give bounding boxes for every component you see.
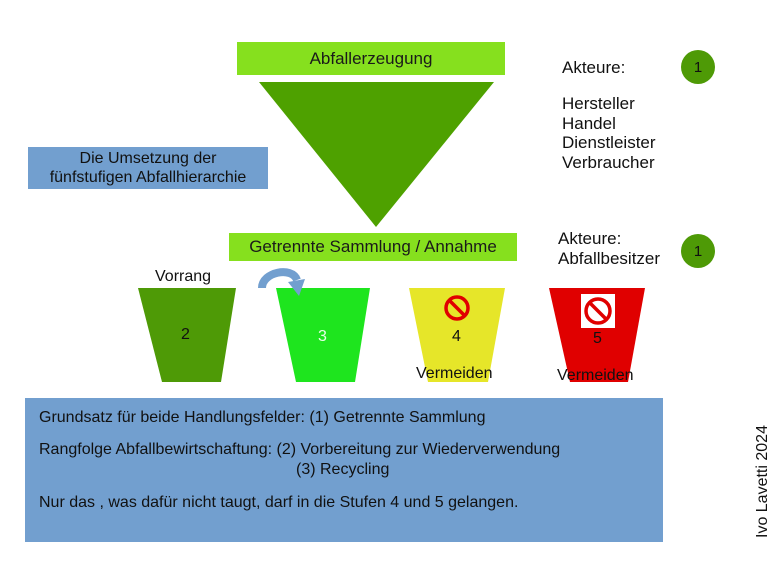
actor-item: Dienstleister xyxy=(562,133,656,152)
bucket-5-caption: Vermeiden xyxy=(557,367,634,384)
collection-box: Getrennte Sammlung / Annahme xyxy=(229,233,517,261)
info-panel: Grundsatz für beide Handlungsfelder: (1)… xyxy=(25,398,663,542)
actor-item: Verbraucher xyxy=(562,152,655,172)
stage-badge-top: 1 xyxy=(681,50,715,84)
actors-bottom-role: Abfallbesitzer xyxy=(558,248,661,268)
bucket-4-caption: Vermeiden xyxy=(416,365,493,382)
bucket-5 xyxy=(549,288,645,382)
info-line-2: Rangfolge Abfallbewirtschaftung: (2) Vor… xyxy=(39,441,561,458)
actor-item: Hersteller xyxy=(562,94,635,113)
priority-label: Vorrang xyxy=(155,268,212,285)
actors-bottom-heading: Akteure: xyxy=(558,229,622,248)
info-line-1: Grundsatz für beide Handlungsfelder: (1)… xyxy=(39,409,486,426)
hierarchy-line-2: fünfstufigen Abfallhierarchie xyxy=(49,169,247,186)
curved-arrow-icon xyxy=(258,268,305,296)
info-line-4: Nur das , was dafür nicht taugt, darf in… xyxy=(39,494,519,511)
bucket-2 xyxy=(138,288,236,382)
info-line-3: (3) Recycling xyxy=(296,461,390,478)
hierarchy-box: Die Umsetzung der fünfstufigen Abfallhie… xyxy=(28,147,268,189)
actor-item: Handel xyxy=(562,113,616,133)
actors-bottom: Akteure: Abfallbesitzer xyxy=(558,229,660,268)
bucket-3-number: 3 xyxy=(318,328,327,345)
actors-list: Hersteller Handel Dienstleister Verbrauc… xyxy=(562,94,656,172)
hierarchy-line-1: Die Umsetzung der xyxy=(79,150,217,167)
bucket-2-number: 2 xyxy=(181,326,190,343)
bucket-5-number: 5 xyxy=(593,330,602,347)
bucket-3 xyxy=(276,288,370,382)
actors-heading: Akteure: xyxy=(562,58,626,77)
waste-generation-box: Abfallerzeugung xyxy=(237,42,505,75)
stage-badge-bottom: 1 xyxy=(681,234,715,268)
no-entry-icon xyxy=(444,295,470,321)
author-credit: Ivo Lavetti 2024 xyxy=(754,425,768,538)
bucket-4-number: 4 xyxy=(452,328,461,345)
bucket-4 xyxy=(409,288,505,382)
no-entry-icon xyxy=(581,294,615,328)
